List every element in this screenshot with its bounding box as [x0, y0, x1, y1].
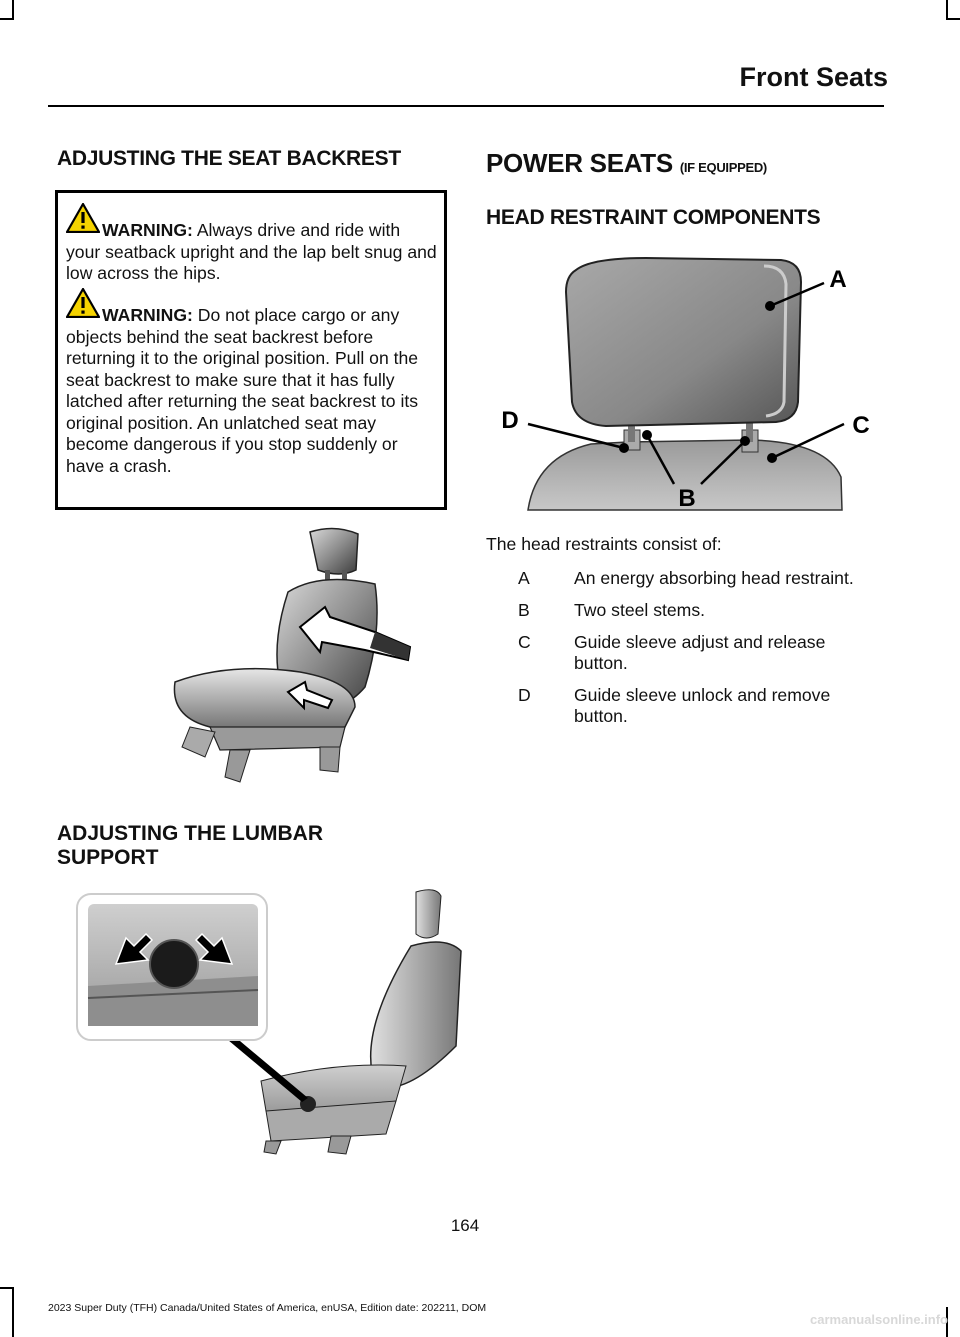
warning-label: WARNING: [102, 305, 193, 325]
heading-note: (IF EQUIPPED) [679, 160, 767, 175]
list-item: A An energy absorbing head restraint. [486, 568, 886, 589]
legend-key: A [518, 568, 530, 588]
legend-key: D [518, 685, 531, 705]
heading-power-seats: POWER SEATS (IF EQUIPPED) [486, 148, 767, 178]
footer-edition: 2023 Super Duty (TFH) Canada/United Stat… [48, 1302, 487, 1314]
seat-backrest-illustration [173, 527, 412, 783]
legend-text: Guide sleeve adjust and release button. [574, 632, 826, 673]
legend-key: B [518, 600, 530, 620]
warning-text: Do not place cargo or any objects behind… [66, 305, 419, 476]
watermark: carmanualsonline.info [810, 1312, 948, 1327]
crop-mark [12, 1287, 14, 1337]
callout-b: B [678, 485, 695, 512]
warning-triangle-icon [66, 288, 100, 318]
warning-triangle-icon [66, 203, 100, 233]
page-number: 164 [450, 1216, 480, 1235]
warning-1: WARNING: Always drive and ride with your… [66, 220, 438, 285]
heading-lumbar: ADJUSTING THE LUMBAR SUPPORT [57, 822, 323, 869]
list-item: D Guide sleeve unlock and remove button. [486, 685, 886, 727]
legend-text: An energy absorbing head restraint. [574, 568, 854, 588]
crop-mark [946, 18, 960, 20]
heading-head-restraint: HEAD RESTRAINT COMPONENTS [486, 206, 821, 229]
crop-mark [0, 1287, 14, 1289]
crop-mark [0, 18, 14, 20]
header-divider [48, 105, 884, 107]
heading-backrest: ADJUSTING THE SEAT BACKREST [57, 147, 401, 170]
callout-a: A [829, 266, 846, 293]
warning-box: WARNING: Always drive and ride with your… [55, 190, 447, 510]
legend-text: Guide sleeve unlock and remove button. [574, 685, 831, 726]
warning-label: WARNING: [102, 220, 193, 240]
callout-c: C [852, 412, 869, 439]
crop-mark [946, 0, 948, 20]
warning-text: Always drive and ride with your seatback… [66, 220, 437, 283]
page-title: Front Seats [739, 62, 888, 92]
intro-text: The head restraints consist of: [486, 534, 722, 554]
callout-d: D [501, 407, 518, 434]
list-item: C Guide sleeve adjust and release button… [486, 632, 886, 674]
legend-key: C [518, 632, 531, 652]
component-legend: A An energy absorbing head restraint. B … [486, 568, 886, 738]
lumbar-support-illustration [76, 889, 462, 1155]
head-restraint-illustration: A D C B [501, 256, 870, 512]
legend-text: Two steel stems. [574, 600, 706, 620]
crop-mark [946, 1307, 948, 1337]
crop-mark [12, 0, 14, 20]
list-item: B Two steel stems. [486, 600, 886, 621]
warning-2: WARNING: Do not place cargo or any objec… [66, 305, 438, 477]
